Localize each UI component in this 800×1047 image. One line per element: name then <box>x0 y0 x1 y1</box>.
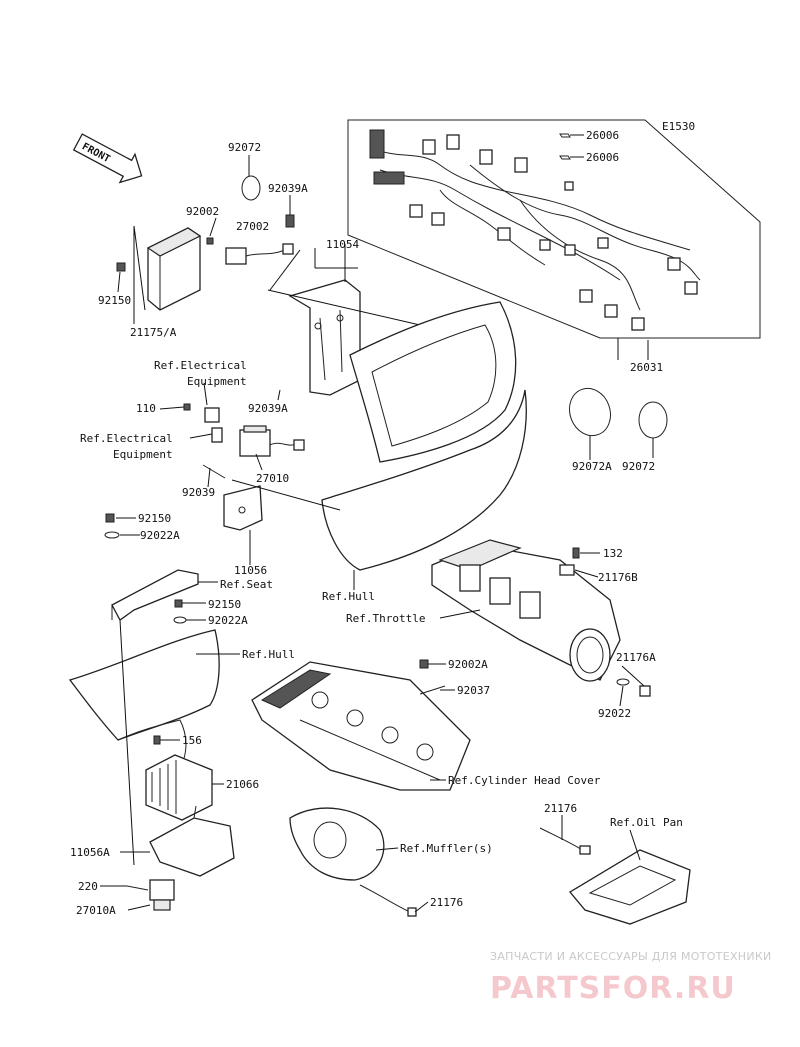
label-11056: 11056 <box>234 564 267 577</box>
label-21176-bot: 21176 <box>430 896 463 909</box>
wiring-harness-group <box>347 119 761 339</box>
label-21176b: 21176B <box>598 571 638 584</box>
label-92039a-mid: 92039A <box>248 402 288 415</box>
ecu-unit <box>146 227 202 311</box>
label-92002a: 92002A <box>448 658 488 671</box>
oil-pan <box>569 849 691 925</box>
label-92072-b: 92072 <box>622 460 655 473</box>
seat-bracket <box>111 569 199 621</box>
label-26006-a: 26006 <box>586 129 619 142</box>
label-92022: 92022 <box>598 707 631 720</box>
label-92150-a: 92150 <box>98 294 131 307</box>
bracket-11056 <box>223 485 263 531</box>
label-27010a: 27010A <box>76 904 116 917</box>
leader-lines <box>100 134 654 913</box>
ref-throttle: Ref.Throttle <box>346 612 425 625</box>
muffler <box>289 807 385 881</box>
label-156: 156 <box>182 734 202 747</box>
label-92150-c: 92150 <box>208 598 241 611</box>
bracket-11054 <box>288 279 361 396</box>
ref-cylinder-head-cover: Ref.Cylinder Head Cover <box>448 774 601 787</box>
label-92002: 92002 <box>186 205 219 218</box>
ref-electrical-2-line1: Ref.Electrical <box>80 432 173 445</box>
watermark-brand: PARTSFOR.RU <box>490 971 736 1006</box>
label-92039a-top: 92039A <box>268 182 308 195</box>
label-11056a: 11056A <box>70 846 110 859</box>
front-arrow-icon: FRONT <box>72 133 143 184</box>
relay-27010 <box>239 425 305 457</box>
ref-hull-left: Ref.Hull <box>242 648 295 661</box>
label-26006-b: 26006 <box>586 151 619 164</box>
label-21176-top: 21176 <box>544 802 577 815</box>
ref-electrical-1-line1: Ref.Electrical <box>154 359 247 372</box>
label-132: 132 <box>603 547 623 560</box>
label-92037: 92037 <box>457 684 490 697</box>
hull-opening <box>321 301 527 571</box>
ref-seat: Ref.Seat <box>220 578 273 591</box>
label-21066: 21066 <box>226 778 259 791</box>
ref-electrical-2-line2: Equipment <box>113 448 173 461</box>
label-21176a: 21176A <box>616 651 656 664</box>
label-110: 110 <box>136 402 156 415</box>
label-92072a: 92072A <box>572 460 612 473</box>
watermark: ЗАПЧАСТИ И АКСЕССУАРЫ ДЛЯ МОТОТЕХНИКИ PA… <box>490 950 772 1006</box>
label-27010: 27010 <box>256 472 289 485</box>
watermark-subtitle: ЗАПЧАСТИ И АКСЕССУАРЫ ДЛЯ МОТОТЕХНИКИ <box>490 950 772 963</box>
diagram-code: E1530 <box>662 120 695 133</box>
label-92150-b: 92150 <box>138 512 171 525</box>
part-labels: E1530 26006 26006 26031 92072 92039A 920… <box>70 120 695 917</box>
ref-oil-pan: Ref.Oil Pan <box>610 816 683 829</box>
cylinder-head-cover <box>251 661 471 791</box>
rectifier-21066 <box>145 754 213 821</box>
ref-electrical-1-line2: Equipment <box>187 375 247 388</box>
bracket-11056a <box>149 805 235 877</box>
label-21175a: 21175/A <box>130 326 177 339</box>
ref-hull-right: Ref.Hull <box>322 590 375 603</box>
label-92072: 92072 <box>228 141 261 154</box>
label-26031: 26031 <box>630 361 663 374</box>
label-92022a-b: 92022A <box>140 529 180 542</box>
label-92039: 92039 <box>182 486 215 499</box>
throttle-body <box>431 539 621 682</box>
label-220: 220 <box>78 880 98 893</box>
label-11054: 11054 <box>326 238 359 251</box>
label-27002: 27002 <box>236 220 269 233</box>
ref-muffler: Ref.Muffler(s) <box>400 842 493 855</box>
label-92022a-c: 92022A <box>208 614 248 627</box>
